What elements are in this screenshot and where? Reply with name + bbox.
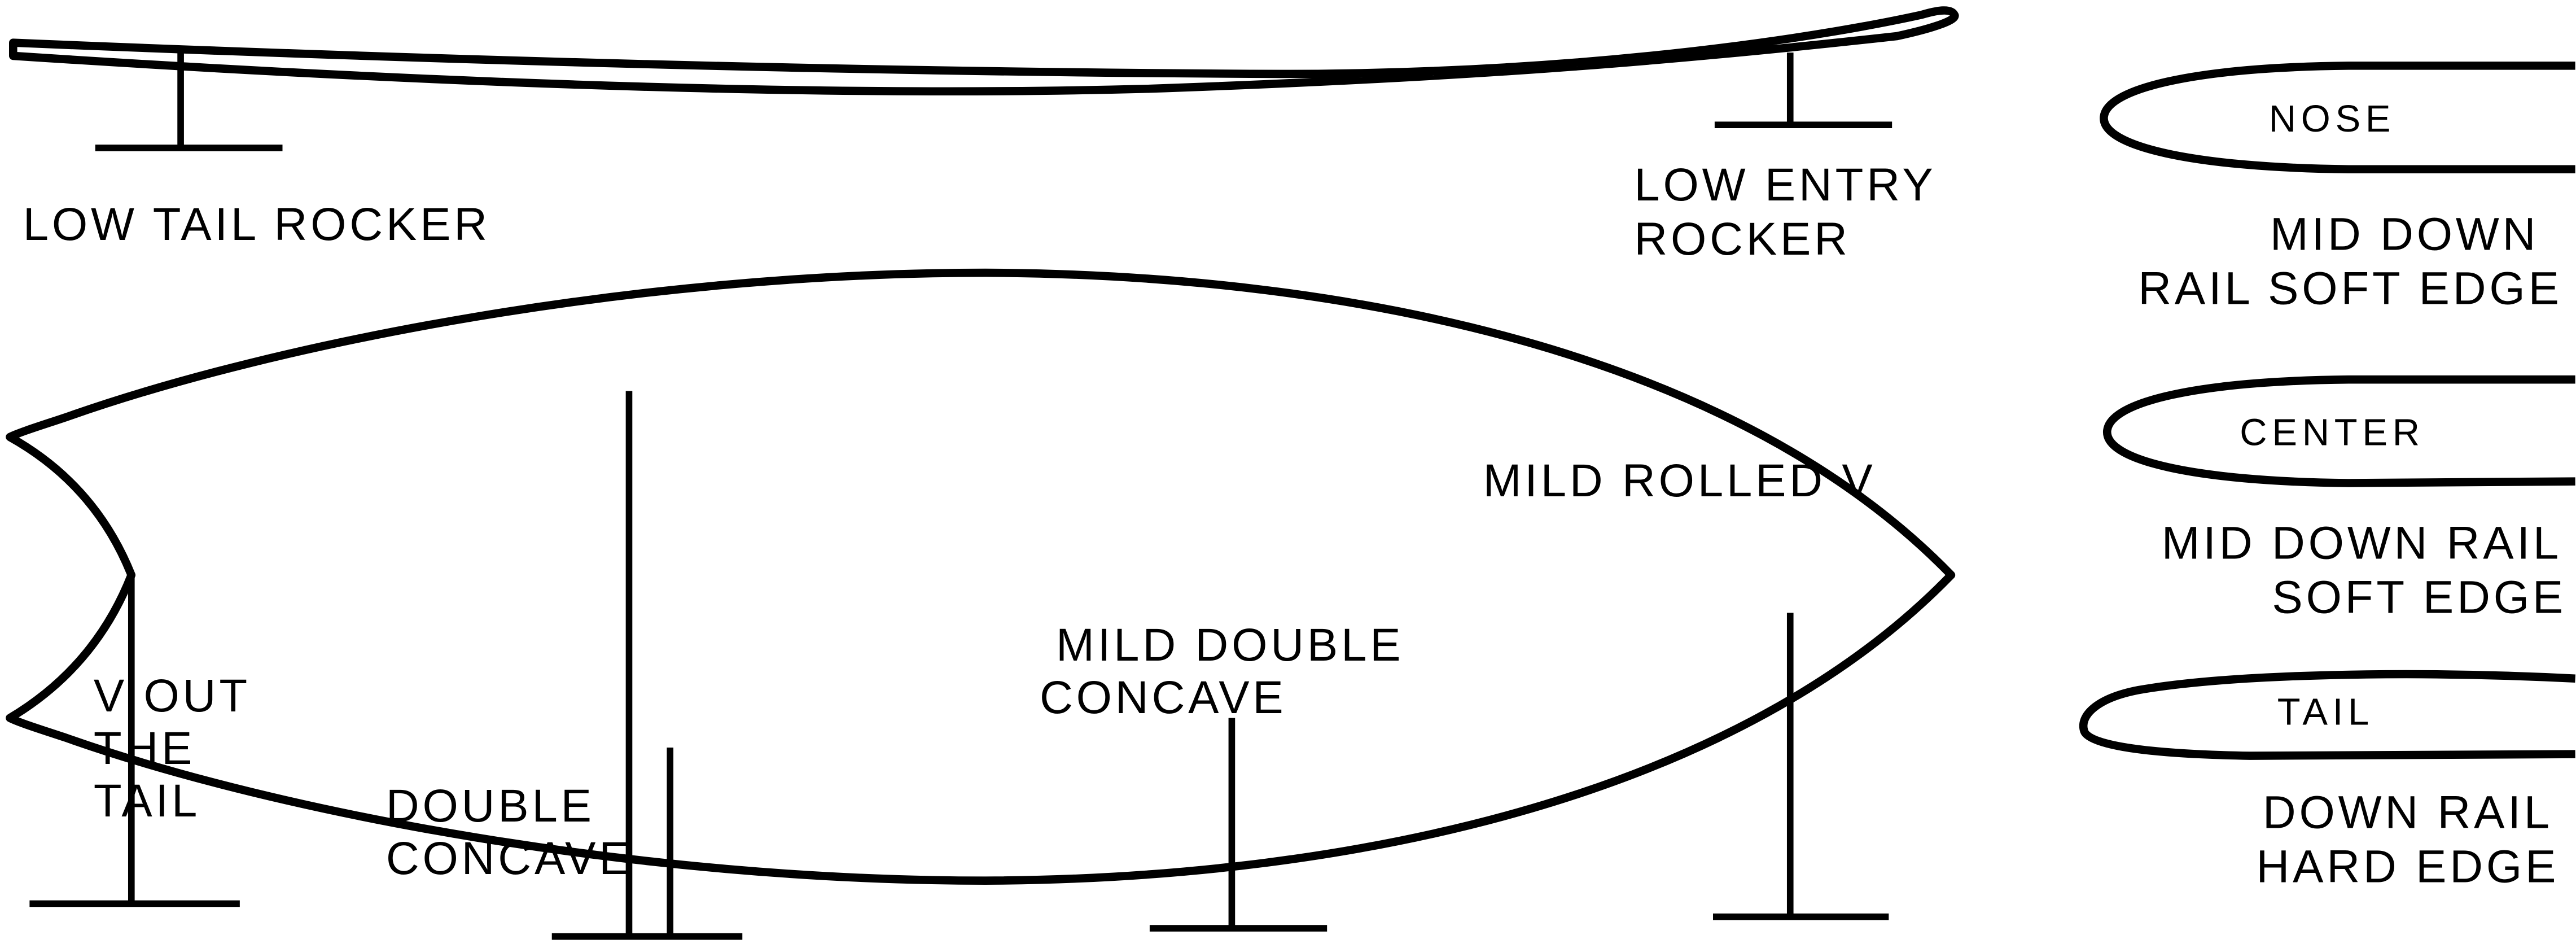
low-entry-rocker-label-line1: LOW ENTRY bbox=[1634, 159, 1936, 211]
nose-rail-desc-line1: MID DOWN bbox=[2270, 208, 2539, 260]
rail-sections-group: NOSE MID DOWN RAIL SOFT EDGE CENTER MID … bbox=[2079, 62, 2576, 893]
nose-rail-label: NOSE bbox=[2269, 98, 2396, 140]
low-entry-rocker-label-line2: ROCKER bbox=[1634, 213, 1850, 265]
rocker-side-profile-outline bbox=[9, 6, 1959, 96]
v-out-the-tail-label-line3: TAIL bbox=[94, 775, 200, 827]
nose-rail-desc-line2: RAIL SOFT EDGE bbox=[2138, 263, 2562, 314]
board-plan-outline bbox=[6, 268, 1956, 885]
mild-double-concave-label-line1: MILD DOUBLE bbox=[1056, 619, 1404, 671]
v-out-the-tail-label-line2: THE bbox=[94, 723, 195, 774]
low-tail-rocker-label: LOW TAIL ROCKER bbox=[23, 199, 490, 250]
center-rail-label: CENTER bbox=[2240, 412, 2424, 454]
tail-rail-desc-line2: HARD EDGE bbox=[2257, 841, 2560, 893]
mild-rolled-v-label: MILD ROLLED V bbox=[1483, 455, 1876, 506]
plan-view-group: MILD ROLLED V MILD DOUBLE CONCAVE V OUT … bbox=[6, 268, 1956, 940]
rocker-side-profile-group: LOW TAIL ROCKER LOW ENTRY ROCKER bbox=[9, 6, 1959, 265]
center-rail-desc-line2: SOFT EDGE bbox=[2272, 571, 2566, 623]
center-rail-cross-section bbox=[2103, 375, 2575, 487]
tail-rail-desc-line1: DOWN RAIL bbox=[2263, 787, 2553, 838]
v-out-the-tail-label-line1: V OUT bbox=[94, 670, 251, 722]
double-concave-label-line1: DOUBLE bbox=[386, 780, 595, 832]
tail-rail-label: TAIL bbox=[2277, 691, 2374, 733]
mild-double-concave-label-line2: CONCAVE bbox=[1040, 672, 1287, 723]
center-rail-desc-line1: MID DOWN RAIL bbox=[2162, 517, 2562, 569]
double-concave-label-line2: CONCAVE bbox=[386, 833, 633, 884]
nose-rail-cross-section bbox=[2100, 62, 2575, 173]
tail-rail-cross-section bbox=[2079, 670, 2576, 760]
